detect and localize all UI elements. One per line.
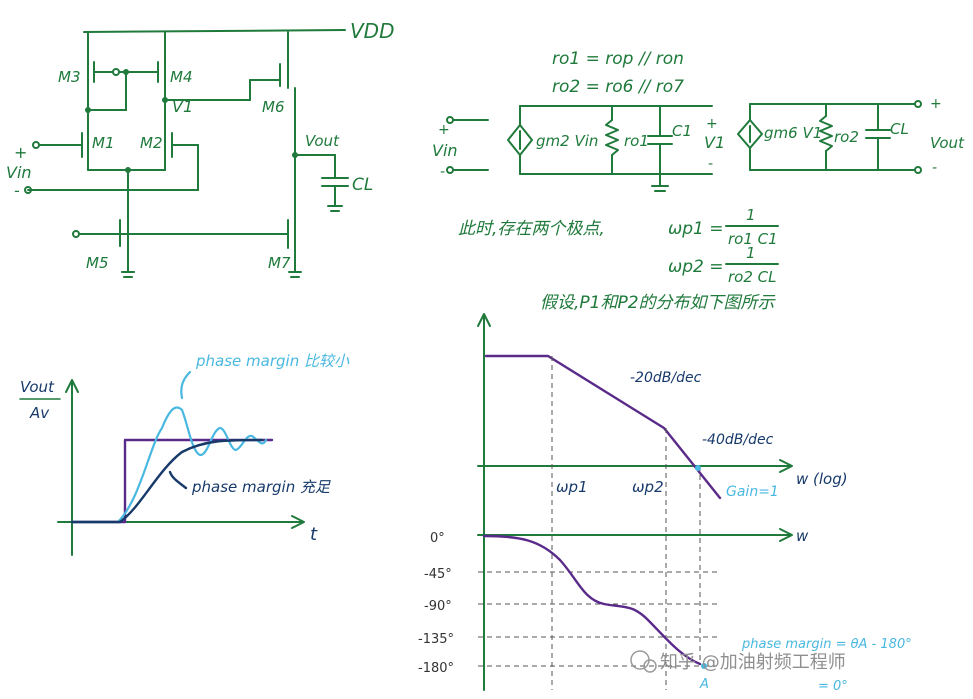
- ss-src1-label: gm2 Vin: [536, 132, 598, 150]
- wp2-den: ro2 CL: [728, 268, 777, 286]
- ss-v1-label: V1: [704, 133, 725, 152]
- gain1-label: Gain=1: [726, 484, 779, 500]
- wp2-num: 1: [746, 244, 756, 262]
- annot-pm-small-arrow: [180, 370, 192, 400]
- ss-src2-label: gm6 V1: [764, 124, 822, 142]
- slope2-label: -40dB/dec: [702, 432, 774, 448]
- annot-pm-ok: phase margin 充足: [191, 478, 331, 496]
- wp2-lhs: ωp2 =: [668, 257, 724, 277]
- vdd-label: VDD: [350, 19, 394, 43]
- ss-c1-label: C1: [672, 122, 692, 140]
- cl-label: CL: [352, 175, 373, 195]
- bode-magnitude: -20dB/dec -40dB/dec ωp1 ωp2 w (log) Gain…: [477, 313, 848, 691]
- ss-v1-minus: -: [708, 156, 713, 172]
- pm-eq2: = 0°: [818, 679, 848, 694]
- ss-vin-minus: -: [440, 164, 445, 180]
- ss-ro1-label: ro1: [624, 132, 649, 150]
- point-a-label: A: [699, 677, 709, 692]
- step-ylabel-top: Vout: [20, 378, 55, 396]
- ro1-equation: ro1 = rop // ron: [552, 49, 684, 69]
- phase-tick-0: 0°: [430, 531, 445, 546]
- phase-tick-135: -135°: [418, 632, 454, 647]
- ss-vout-plus: +: [930, 96, 942, 112]
- two-stage-opamp-schematic: VDD M3 M4 M1 M2: [6, 19, 394, 278]
- ss-vout-minus: -: [932, 160, 937, 176]
- ss-vin-label: Vin: [432, 141, 458, 160]
- magnitude-response: [484, 354, 722, 500]
- pole-equations: 此时,存在两个极点, ωp1 = 1 ro1 C1 ωp2 = 1 ro2 CL…: [458, 206, 779, 313]
- phase-tick-90: -90°: [424, 599, 452, 614]
- watermark-text: 知乎 @加油射频工程师: [660, 652, 846, 673]
- m5-label: M5: [86, 254, 109, 272]
- well-damped-response: [70, 438, 264, 524]
- wp1-label: ωp1: [556, 478, 588, 496]
- phase-xlabel: w: [796, 527, 809, 545]
- v1-label: V1: [172, 97, 193, 116]
- vout-label: Vout: [305, 132, 340, 150]
- bode-phase: w 0° -45° -90° -135° -180° A phase margi…: [418, 527, 912, 694]
- m2-label: M2: [140, 134, 163, 152]
- mag-xlabel: w (log): [796, 470, 848, 488]
- step-response-sketch: Vout Av t phase margin 比较小 phase margin …: [19, 352, 350, 556]
- m4-label: M4: [170, 68, 193, 86]
- bode-title: 假设,P1和P2的分布如下图所示: [540, 293, 777, 313]
- step-xlabel: t: [310, 524, 318, 545]
- ss-ro2-label: ro2: [834, 128, 859, 146]
- wp1-lhs: ωp1 =: [668, 219, 724, 239]
- poles-note: 此时,存在两个极点,: [458, 219, 605, 239]
- ss-cl-label: CL: [890, 120, 909, 138]
- vin-minus: -: [14, 181, 20, 200]
- point-a-marker: [701, 663, 707, 669]
- step-ylabel-bottom: Av: [29, 404, 50, 422]
- m6-label: M6: [262, 98, 285, 116]
- annot-pm-small: phase margin 比较小: [195, 352, 350, 370]
- ro2-equation: ro2 = ro6 // ro7: [552, 77, 684, 97]
- small-signal-model: ro1 = rop // ron ro2 = ro6 // ro7 + Vin …: [432, 49, 965, 192]
- slope1-label: -20dB/dec: [630, 370, 702, 386]
- ss-v1-plus: +: [706, 116, 718, 132]
- annot-pm-ok-arrow: [168, 470, 188, 490]
- wp1-den: ro1 C1: [728, 230, 778, 248]
- phase-tick-180: -180°: [418, 661, 454, 676]
- m7-label: M7: [268, 254, 291, 272]
- wp2-label: ωp2: [632, 478, 664, 496]
- vin-plus: +: [14, 143, 27, 162]
- pm-label: phase margin = θA - 180°: [741, 637, 912, 652]
- wp1-num: 1: [746, 206, 756, 224]
- ss-vin-plus: +: [438, 122, 450, 138]
- underdamped-response: [70, 406, 268, 524]
- m1-label: M1: [92, 134, 115, 152]
- m3-label: M3: [58, 68, 81, 86]
- vin-label: Vin: [6, 163, 32, 182]
- phase-tick-45: -45°: [424, 567, 452, 582]
- watermark: 知乎 @加油射频工程师: [630, 650, 846, 673]
- ss-vout-label: Vout: [930, 134, 965, 152]
- unity-gain-point: [695, 465, 701, 471]
- phase-response: [482, 534, 702, 666]
